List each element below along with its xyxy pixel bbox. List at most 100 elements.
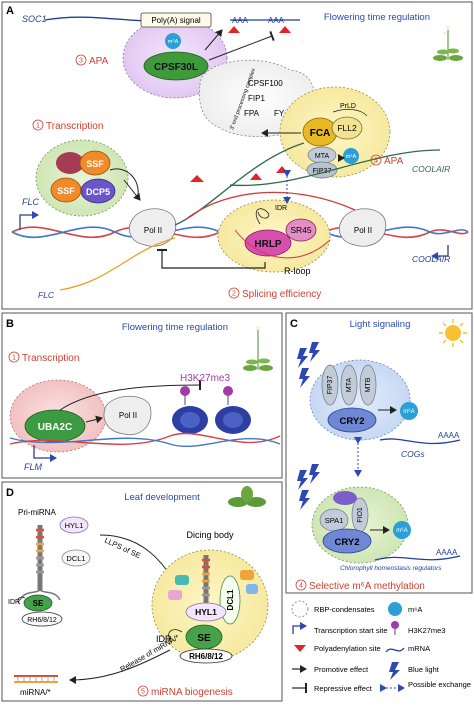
cpsf30l-repressive bbox=[208, 30, 275, 61]
transcription-num-b: 1 bbox=[12, 355, 16, 362]
cpsf30l-promotive bbox=[204, 29, 223, 51]
leaf-dev-label: Leaf development bbox=[124, 492, 200, 503]
idr-label-a: IDR bbox=[275, 205, 287, 212]
polya-site-1 bbox=[228, 26, 240, 33]
m6a-label-c1: m⁶A bbox=[403, 408, 414, 415]
nucleosome-2 bbox=[215, 386, 251, 434]
polya-signal-box bbox=[140, 12, 212, 28]
spa1-top bbox=[333, 491, 357, 505]
panel-c-letter: C bbox=[290, 318, 298, 330]
apa-num-circle-1 bbox=[75, 54, 87, 66]
red-protein bbox=[56, 152, 84, 174]
legend-m6a-label: m⁶A bbox=[408, 605, 422, 614]
flowering-b: Flowering time regulation bbox=[122, 322, 228, 333]
biogenesis-label: miRNA biogenesis bbox=[151, 687, 233, 698]
apa-label-2: APA bbox=[384, 156, 404, 167]
apa-num-1: 3 bbox=[79, 58, 83, 65]
pol-ii-left bbox=[128, 208, 177, 247]
rloop-label: R-loop bbox=[284, 266, 311, 276]
fip37-label-a: FIP37 bbox=[313, 168, 332, 175]
cogs-label: COGs bbox=[401, 449, 425, 459]
legend-mrna-label: mRNA bbox=[408, 644, 430, 653]
release-arrow bbox=[69, 649, 171, 684]
cpsf100-label: CPSF100 bbox=[248, 79, 283, 88]
polya-site-2 bbox=[279, 26, 291, 33]
cluster-left-1 bbox=[175, 575, 189, 585]
mta-protein-c bbox=[340, 364, 358, 406]
flc-label-2: FLC bbox=[38, 290, 55, 300]
dcl1-label-body: DCL1 bbox=[226, 589, 235, 610]
coolair-label-1: COOLAIR bbox=[412, 164, 450, 174]
legend-polya-label: Polyadenylation site bbox=[314, 644, 381, 653]
fio1-label: FIO1 bbox=[357, 507, 364, 523]
biogenesis-num: 5 bbox=[141, 689, 145, 696]
uba2c-to-polii bbox=[85, 415, 103, 424]
transcription-num-circle-a bbox=[32, 119, 44, 131]
splicing-num: 2 bbox=[232, 291, 236, 298]
panel-a-letter: A bbox=[6, 5, 14, 17]
coolair-upper bbox=[229, 149, 441, 187]
m6a-circle-c1 bbox=[400, 402, 418, 420]
nucleosome-1 bbox=[172, 386, 208, 434]
cpsf30l-label: CPSF30L bbox=[154, 62, 198, 73]
dcp5-label: DCP5 bbox=[86, 187, 110, 197]
flc-lower-rna bbox=[59, 237, 176, 291]
polya-signal-label: Poly(A) signal bbox=[151, 16, 201, 25]
se-label-free: SE bbox=[33, 599, 44, 608]
biogenesis-num-circle bbox=[137, 685, 149, 697]
idr-label-body: IDR bbox=[156, 634, 172, 644]
m6a-label-a1: m⁶A bbox=[168, 38, 179, 45]
sr45-protein bbox=[285, 218, 317, 242]
panel-b-letter: B bbox=[6, 318, 14, 330]
dcp5-protein bbox=[80, 178, 116, 204]
legend-rbp-swatch bbox=[291, 600, 309, 618]
pri-mirna-hairpin bbox=[19, 525, 61, 601]
rloop-repressive bbox=[157, 249, 266, 269]
selective-label: Selective m⁶A methylation bbox=[309, 581, 425, 592]
selective-num-circle bbox=[295, 579, 307, 591]
spa1-label: SPA1 bbox=[325, 516, 344, 525]
legend: RBP-condensates Transcription start site… bbox=[291, 600, 471, 693]
legend-h3k27me3-swatch bbox=[391, 621, 399, 635]
cry2-label-1: CRY2 bbox=[340, 416, 365, 427]
se-protein-free bbox=[23, 594, 53, 612]
plant-icon-b bbox=[243, 326, 273, 371]
m6a-label-c2: m⁶A bbox=[396, 527, 407, 534]
panel-d: D Leaf development Pri-miRNA HYL1 DCL1 I… bbox=[1, 481, 283, 702]
mirna-label: miRNA/* bbox=[20, 688, 51, 697]
m6a-label-a2: m⁶A bbox=[346, 153, 357, 160]
legend-tss-swatch bbox=[292, 622, 307, 634]
fll2-protein bbox=[331, 116, 363, 140]
chlorophyll-label: Chlorophyll homeostasis regulators bbox=[340, 565, 442, 572]
apa-label-1: APA bbox=[89, 56, 109, 67]
cluster-right-1 bbox=[240, 570, 254, 580]
polya-site-3 bbox=[250, 173, 262, 180]
legend-blue-light-label: Blue light bbox=[408, 665, 440, 674]
sun-icon bbox=[439, 319, 467, 347]
fip1-label: FIP1 bbox=[248, 94, 265, 103]
m6a-circle-a2 bbox=[343, 148, 359, 164]
fpa-label: FPA bbox=[244, 109, 260, 118]
selective-num: 4 bbox=[299, 583, 303, 590]
mirna-duplex bbox=[14, 675, 58, 683]
fy-label: FY bbox=[274, 109, 285, 118]
chlorophyll-mrna bbox=[374, 555, 461, 561]
fca-label: FCA bbox=[310, 128, 331, 139]
mtb-protein-c bbox=[359, 364, 377, 406]
flc-label-1: FLC bbox=[22, 197, 40, 207]
transcription-num-a: 1 bbox=[36, 123, 40, 130]
pol-ii-label-1: Pol II bbox=[144, 226, 162, 235]
ssf-to-polii bbox=[123, 179, 141, 201]
legend-repressive-label: Repressive effect bbox=[314, 684, 373, 693]
apa-num-2: 3 bbox=[374, 158, 378, 165]
hrlp-label: HRLP bbox=[254, 239, 282, 250]
uba2c-label: UBA2C bbox=[38, 422, 72, 433]
light-signaling-label: Light signaling bbox=[350, 319, 411, 330]
cry2-protein-1 bbox=[327, 407, 377, 433]
soc1-label: SOC1 bbox=[22, 14, 47, 24]
mta-label-c: MTA bbox=[346, 378, 353, 393]
legend-blue-light-swatch bbox=[389, 662, 400, 680]
idr-tail-a bbox=[255, 208, 270, 225]
dicing-body-label: Dicing body bbox=[186, 530, 234, 540]
aaaa-1: AAAA bbox=[438, 431, 460, 440]
